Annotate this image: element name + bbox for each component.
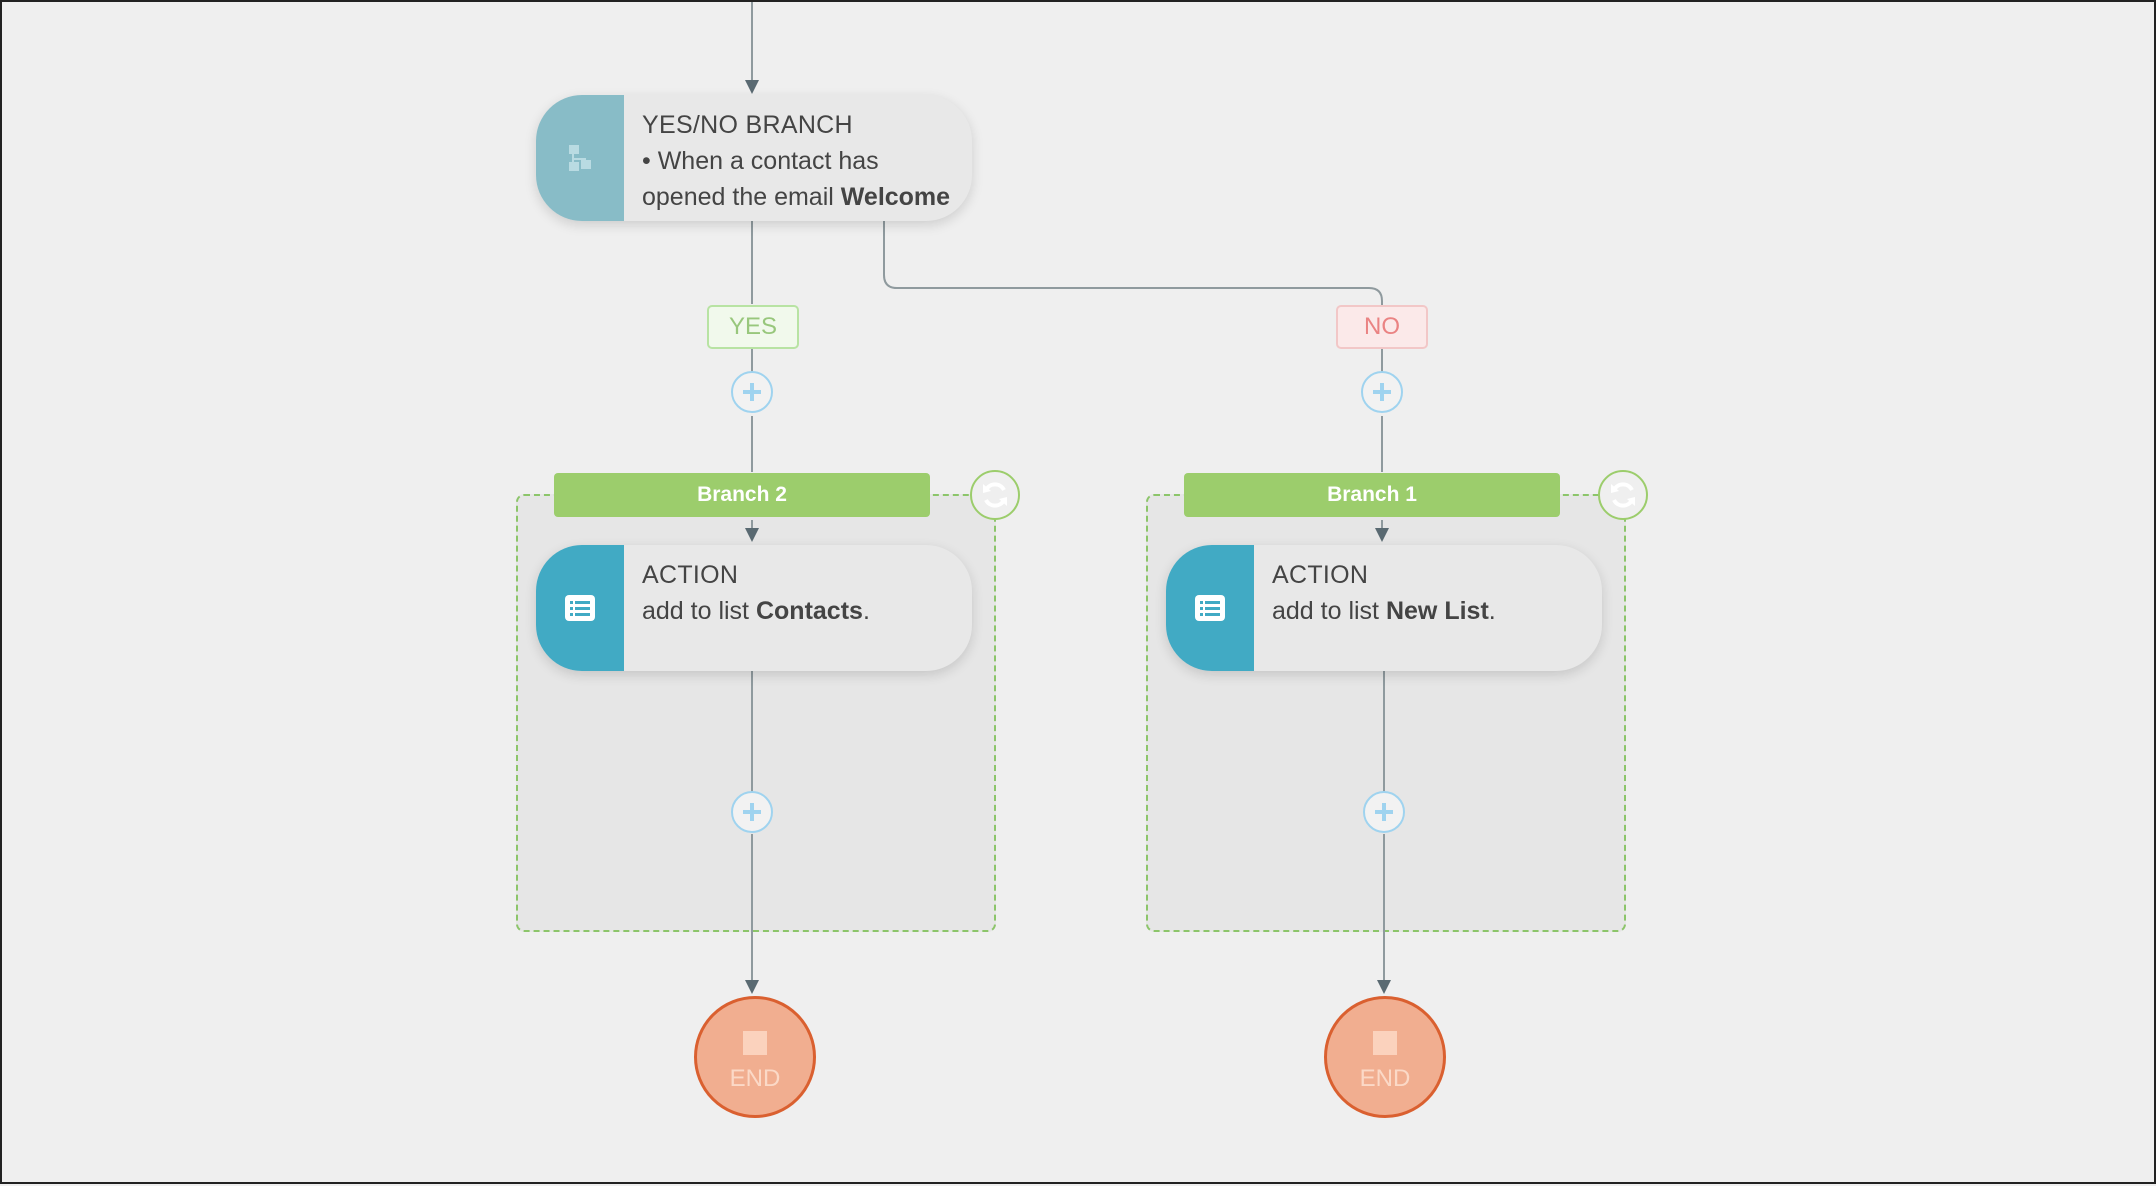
action-text: add to list: [642, 597, 750, 625]
add-step-button-branch-1[interactable]: [1363, 791, 1405, 833]
branch-2-header[interactable]: Branch 2: [554, 473, 930, 517]
end-label: END: [1359, 1065, 1411, 1092]
end-node-branch-1[interactable]: END: [1324, 996, 1446, 1118]
action-text: add to list: [1272, 597, 1380, 625]
plus-icon: [743, 803, 761, 821]
condition-icon-band: [536, 95, 624, 221]
refresh-icon: [1611, 482, 1635, 508]
stop-icon: [743, 1031, 767, 1055]
refresh-icon: [983, 482, 1007, 508]
action-node-branch-2[interactable]: ACTION add to list Contacts.: [536, 545, 972, 671]
action-icon-band: [1166, 545, 1254, 671]
condition-description: • When a contact has opened the email We…: [642, 143, 954, 215]
branch-2-refresh-button[interactable]: [970, 470, 1020, 520]
condition-email-name: Welcome: [840, 183, 951, 211]
action-description: add to list New List.: [1272, 593, 1496, 629]
action-suffix: .: [1488, 597, 1496, 625]
list-icon: [1195, 595, 1225, 621]
yes-branch-badge[interactable]: YES: [707, 305, 799, 349]
plus-icon: [1373, 383, 1391, 401]
add-step-button-no-top[interactable]: [1361, 371, 1403, 413]
action-node-branch-1[interactable]: ACTION add to list New List.: [1166, 545, 1602, 671]
action-title: ACTION: [1272, 561, 1369, 589]
add-step-button-yes-top[interactable]: [731, 371, 773, 413]
sitemap-icon: [569, 145, 591, 171]
no-branch-badge[interactable]: NO: [1336, 305, 1428, 349]
end-label: END: [729, 1065, 781, 1092]
branch-1-header[interactable]: Branch 1: [1184, 473, 1560, 517]
end-node-branch-2[interactable]: END: [694, 996, 816, 1118]
add-step-button-branch-2[interactable]: [731, 791, 773, 833]
branch-1-refresh-button[interactable]: [1598, 470, 1648, 520]
action-description: add to list Contacts.: [642, 593, 870, 629]
yes-no-branch-node[interactable]: YES/NO BRANCH • When a contact has opene…: [536, 95, 972, 221]
stop-icon: [1373, 1031, 1397, 1055]
action-list-name: New List: [1385, 597, 1489, 625]
action-list-name: Contacts: [755, 597, 863, 625]
condition-title: YES/NO BRANCH: [642, 111, 853, 139]
plus-icon: [743, 383, 761, 401]
plus-icon: [1375, 803, 1393, 821]
condition-text: • When a contact has opened the email: [642, 147, 879, 211]
action-icon-band: [536, 545, 624, 671]
list-icon: [565, 595, 595, 621]
action-suffix: .: [862, 597, 870, 625]
action-title: ACTION: [642, 561, 739, 589]
